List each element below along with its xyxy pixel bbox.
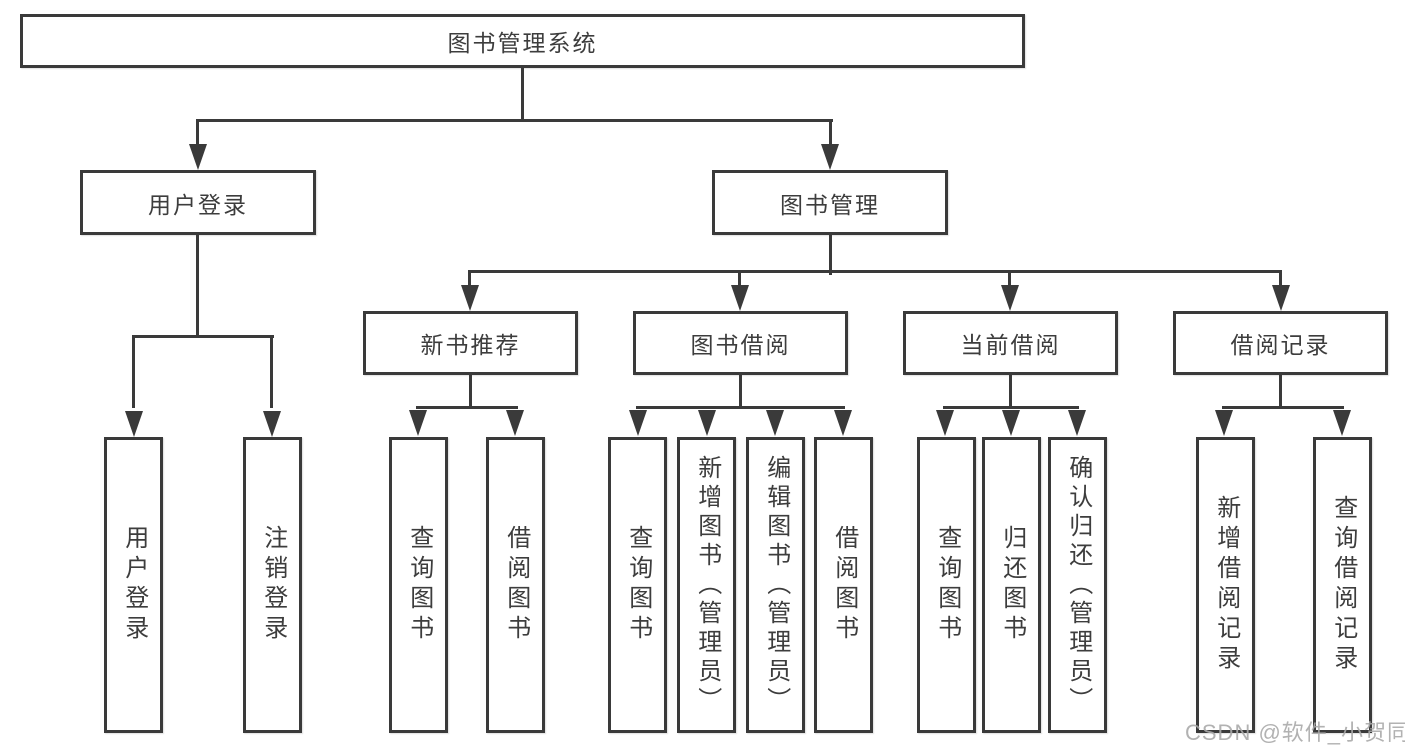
node-user-login: 用户登录 [80, 170, 316, 235]
connector-line [1279, 375, 1282, 409]
connector-line [829, 235, 832, 275]
node-library-system-label: 图书管理系统 [447, 30, 598, 56]
leaf-add-books-admin-label: 新增图书（管理员） [693, 454, 721, 716]
leaf-borrow-books-1: 借阅图书 [486, 437, 545, 733]
leaf-add-borrow-record-label: 新增借阅记录 [1212, 495, 1240, 675]
leaf-query-borrow-record-label: 查询借阅记录 [1329, 495, 1357, 675]
connector-line [196, 235, 199, 338]
connector-line [1279, 270, 1282, 288]
connector-line [132, 335, 135, 408]
arrowhead-icon [1272, 285, 1290, 311]
node-library-system: 图书管理系统 [20, 14, 1025, 68]
node-borrow-records: 借阅记录 [1173, 311, 1388, 375]
connector-line [738, 270, 741, 288]
arrowhead-icon [834, 410, 852, 436]
arrowhead-icon [1002, 410, 1020, 436]
leaf-query-borrow-record: 查询借阅记录 [1313, 437, 1372, 733]
connector-line [469, 375, 472, 409]
connector-line [132, 335, 274, 338]
arrowhead-icon [629, 410, 647, 436]
arrowhead-icon [1068, 410, 1086, 436]
connector-line [468, 270, 471, 288]
node-new-book-recommend-label: 新书推荐 [420, 332, 521, 358]
node-user-login-label: 用户登录 [148, 191, 248, 218]
connector-line [196, 119, 199, 150]
leaf-confirm-return-admin: 确认归还（管理员） [1048, 437, 1107, 733]
arrowhead-icon [125, 411, 143, 437]
arrowhead-icon [731, 285, 749, 311]
connector-line [1009, 375, 1012, 409]
leaf-user-login-label: 用户登录 [120, 525, 148, 645]
arrowhead-icon [409, 410, 427, 436]
connector-line [636, 406, 845, 409]
leaf-logout: 注销登录 [243, 437, 302, 733]
leaf-query-books-3: 查询图书 [917, 437, 976, 733]
leaf-confirm-return-admin-label: 确认归还（管理员） [1064, 454, 1092, 716]
connector-line [1008, 270, 1011, 288]
leaf-query-books-3-label: 查询图书 [933, 525, 961, 645]
node-book-borrow: 图书借阅 [633, 311, 848, 375]
leaf-add-books-admin: 新增图书（管理员） [677, 437, 736, 733]
leaf-user-login: 用户登录 [104, 437, 163, 733]
node-book-management-label: 图书管理 [780, 191, 880, 218]
arrowhead-icon [1215, 410, 1233, 436]
node-borrow-records-label: 借阅记录 [1230, 332, 1331, 358]
leaf-return-books: 归还图书 [982, 437, 1041, 733]
arrowhead-icon [766, 410, 784, 436]
arrowhead-icon [821, 144, 839, 170]
leaf-edit-books-admin: 编辑图书（管理员） [746, 437, 805, 733]
leaf-query-books-1-label: 查询图书 [405, 525, 433, 645]
arrowhead-icon [461, 285, 479, 311]
leaf-add-borrow-record: 新增借阅记录 [1196, 437, 1255, 733]
arrowhead-icon [506, 410, 524, 436]
connector-line [521, 68, 524, 122]
connector-line [943, 406, 1079, 409]
connector-line [468, 270, 1282, 273]
arrowhead-icon [1333, 410, 1351, 436]
node-current-borrow-label: 当前借阅 [960, 332, 1061, 358]
arrowhead-icon [189, 144, 207, 170]
leaf-borrow-books-2: 借阅图书 [814, 437, 873, 733]
connector-line [270, 335, 273, 408]
connector-line [739, 375, 742, 409]
leaf-query-books-2: 查询图书 [608, 437, 667, 733]
leaf-query-books-2-label: 查询图书 [624, 525, 652, 645]
connector-line [416, 406, 518, 409]
leaf-edit-books-admin-label: 编辑图书（管理员） [762, 454, 790, 716]
leaf-logout-label: 注销登录 [259, 525, 287, 645]
node-book-management: 图书管理 [712, 170, 948, 235]
connector-line [829, 119, 832, 150]
node-book-borrow-label: 图书借阅 [690, 332, 791, 358]
leaf-query-books-1: 查询图书 [389, 437, 448, 733]
connector-line [1222, 406, 1344, 409]
leaf-borrow-books-1-label: 借阅图书 [502, 525, 530, 645]
leaf-borrow-books-2-label: 借阅图书 [830, 525, 858, 645]
connector-line [196, 119, 833, 122]
arrowhead-icon [1001, 285, 1019, 311]
arrowhead-icon [263, 411, 281, 437]
node-current-borrow: 当前借阅 [903, 311, 1118, 375]
node-new-book-recommend: 新书推荐 [363, 311, 578, 375]
arrowhead-icon [698, 410, 716, 436]
arrowhead-icon [936, 410, 954, 436]
leaf-return-books-label: 归还图书 [998, 525, 1026, 645]
csdn-watermark: CSDN @软件_小贺同学 [1185, 720, 1405, 745]
